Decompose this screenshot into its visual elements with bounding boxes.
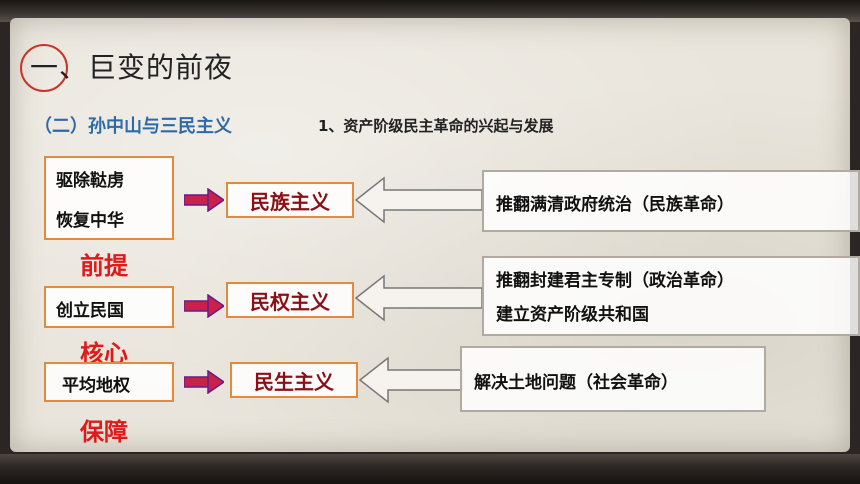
principle-label: 民生主义 xyxy=(254,369,334,394)
slogan-box-democracy: 创立民国 xyxy=(44,286,174,328)
arrow-right-icon xyxy=(184,370,224,394)
page-title: 一、巨变的前夜 xyxy=(30,51,234,84)
label-premise: 前提 xyxy=(80,252,128,280)
label-guarantee: 保障 xyxy=(80,418,128,446)
slogan-line: 驱除鞑虏 xyxy=(56,171,124,191)
goal-line: 推翻满清政府统治（民族革命） xyxy=(496,195,734,215)
arrow-left-outline-icon xyxy=(358,356,463,404)
section-subtitle: （二）孙中山与三民主义 xyxy=(34,116,232,137)
arrow-left-outline-icon xyxy=(354,274,483,322)
goal-box-livelihood: 解决土地问题（社会革命） xyxy=(460,346,766,412)
arrow-right-icon xyxy=(184,294,224,318)
slogan-line: 平均地权 xyxy=(62,376,130,396)
principle-label: 民族主义 xyxy=(250,189,330,214)
arrow-left-outline-icon xyxy=(354,176,483,224)
goal-box-nationalism: 推翻满清政府统治（民族革命） xyxy=(482,170,860,232)
goal-line: 推翻封建君主专制（政治革命） xyxy=(496,271,734,291)
slogan-box-livelihood: 平均地权 xyxy=(44,362,174,402)
frame-top xyxy=(0,0,860,22)
goal-line: 建立资产阶级共和国 xyxy=(496,305,649,325)
frame-right xyxy=(848,22,860,454)
slogan-box-nationalism: 驱除鞑虏 恢复中华 xyxy=(44,156,174,240)
goal-box-democracy: 推翻封建君主专制（政治革命） 建立资产阶级共和国 xyxy=(482,256,860,336)
principle-box-democracy: 民权主义 xyxy=(226,282,354,318)
frame-left xyxy=(0,22,12,454)
principle-box-nationalism: 民族主义 xyxy=(226,182,354,218)
goal-line: 解决土地问题（社会革命） xyxy=(474,373,678,393)
slogan-line: 恢复中华 xyxy=(56,211,124,231)
arrow-right-icon xyxy=(184,188,224,212)
principle-box-livelihood: 民生主义 xyxy=(230,362,358,398)
slogan-line: 创立民国 xyxy=(56,301,124,321)
title-circle-decoration xyxy=(20,44,68,92)
section-subheading: 1、资产阶级民主革命的兴起与发展 xyxy=(318,117,554,135)
principle-label: 民权主义 xyxy=(250,289,330,314)
frame-bottom xyxy=(0,454,860,484)
